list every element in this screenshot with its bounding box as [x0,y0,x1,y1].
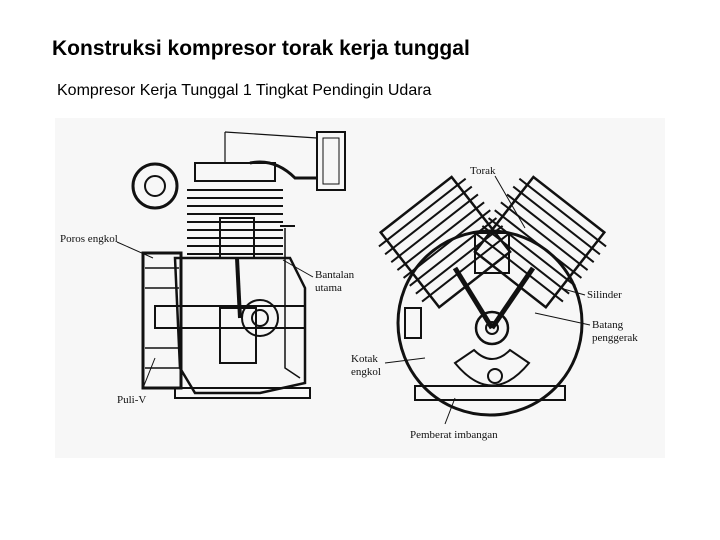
front-section-drawing [378,175,607,417]
label-batang-penggerak-line2: penggerak [592,332,638,344]
compressor-diagram: Poros engkol Bantalan utama Puli-V Torak… [55,118,665,458]
side-view-drawing [131,131,346,399]
label-poros-engkol: Poros engkol [60,233,118,245]
label-pemberat-imbangan: Pemberat imbangan [410,429,498,441]
label-bantalan-utama-line2: utama [315,282,342,294]
leader-lines [116,175,591,425]
label-kotak-engkol-line1: Kotak [351,353,378,365]
label-torak: Torak [470,165,496,177]
slide-subtitle: Kompresor Kerja Tunggal 1 Tingkat Pendin… [57,82,432,99]
slide-title: Konstruksi kompresor torak kerja tunggal [52,37,470,60]
label-kotak-engkol-line2: engkol [351,366,381,378]
label-puli-v: Puli-V [117,394,146,406]
label-silinder: Silinder [587,289,622,301]
label-bantalan-utama-line1: Bantalan [315,269,355,281]
label-batang-penggerak-line1: Batang [592,319,624,331]
